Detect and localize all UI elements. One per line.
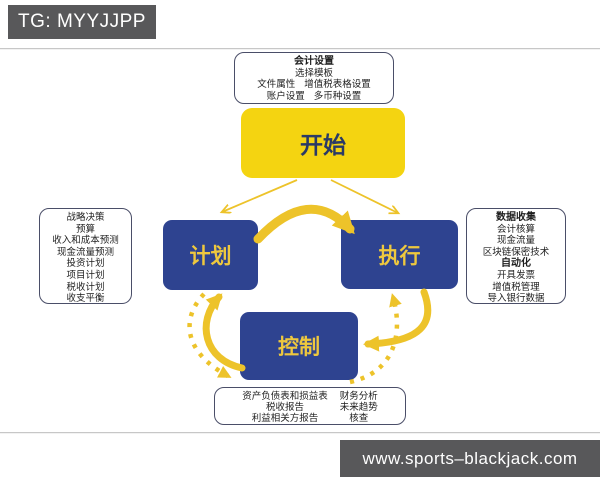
list-item: 开具发票 xyxy=(496,269,535,281)
section-title: 数据收集 xyxy=(496,212,536,223)
telegram-watermark: TG: MYYJJPP xyxy=(8,5,156,39)
setup-item: 文件属性 xyxy=(257,79,296,91)
setup-subtitle: 选择模板 xyxy=(294,67,333,79)
arrow-plan-to-execute xyxy=(253,204,355,244)
setup-item: 账户设置 xyxy=(266,90,305,102)
plan-details-panel: 战略决策 预算 收入和成本预测 现金流量预测 投资计划 项目计划 税收计划 收支… xyxy=(39,208,132,304)
list-item: 导入银行数据 xyxy=(487,293,545,305)
list-item: 收入和成本预测 xyxy=(52,235,119,247)
list-item: 现金流量预测 xyxy=(56,246,114,258)
plan-node: 计划 xyxy=(163,220,258,290)
arrow-control-to-plan xyxy=(202,293,246,372)
arrow-start-to-execute xyxy=(330,179,398,213)
control-details-col1: 资产负债表和损益表 税收报告 利益相关方报告 xyxy=(242,391,328,425)
start-node-label: 开始 xyxy=(300,132,346,158)
list-item: 增值税管理 xyxy=(492,281,540,293)
list-item: 资产负债表和损益表 xyxy=(242,390,328,402)
execute-node-label: 执行 xyxy=(378,244,421,268)
list-item: 税收计划 xyxy=(66,281,105,293)
arrow-execute-to-control xyxy=(363,288,432,352)
list-item: 战略决策 xyxy=(66,212,105,223)
list-item: 区块链保密技术 xyxy=(482,246,550,258)
list-item: 项目计划 xyxy=(66,269,105,281)
control-node: 控制 xyxy=(240,312,358,380)
section-title: 自动化 xyxy=(501,258,531,270)
setup-item: 增值税表格设置 xyxy=(304,79,371,91)
list-item: 现金流量 xyxy=(496,235,535,247)
list-item: 税收报告 xyxy=(265,401,304,413)
bottom-divider xyxy=(0,432,600,433)
control-details-col2: 财务分析 未来趋势 核查 xyxy=(340,391,378,425)
start-node: 开始 xyxy=(241,108,405,178)
control-node-label: 控制 xyxy=(278,336,320,359)
arrow-plan-to-control-dashed xyxy=(187,292,232,378)
website-watermark-label: www.sports–blackjack.com xyxy=(362,448,578,468)
list-item: 投资计划 xyxy=(66,258,105,270)
execute-node: 执行 xyxy=(341,220,458,289)
list-item: 预算 xyxy=(75,223,95,235)
control-details-panel: 资产负债表和损益表 税收报告 利益相关方报告 财务分析 未来趋势 核查 xyxy=(214,387,406,425)
website-watermark: www.sports–blackjack.com xyxy=(340,440,600,477)
list-item: 财务分析 xyxy=(339,390,378,402)
accounting-setup-callout: 会计设置 选择模板 文件属性 增值税表格设置 账户设置 多币种设置 xyxy=(234,52,394,104)
arrow-start-to-plan xyxy=(222,179,298,212)
setup-title: 会计设置 xyxy=(294,56,334,67)
list-item: 未来趋势 xyxy=(339,401,378,413)
top-divider xyxy=(0,48,600,49)
list-item: 利益相关方报告 xyxy=(251,412,319,424)
execute-details-panel: 数据收集 会计核算 现金流量 区块链保密技术 自动化 开具发票 增值税管理 导入… xyxy=(466,208,566,304)
plan-node-label: 计划 xyxy=(189,245,232,268)
setup-item: 多币种设置 xyxy=(313,90,362,102)
list-item: 收支平衡 xyxy=(66,293,105,305)
list-item: 核查 xyxy=(349,412,369,424)
list-item: 会计核算 xyxy=(496,223,535,235)
telegram-watermark-label: TG: MYYJJPP xyxy=(18,11,146,32)
